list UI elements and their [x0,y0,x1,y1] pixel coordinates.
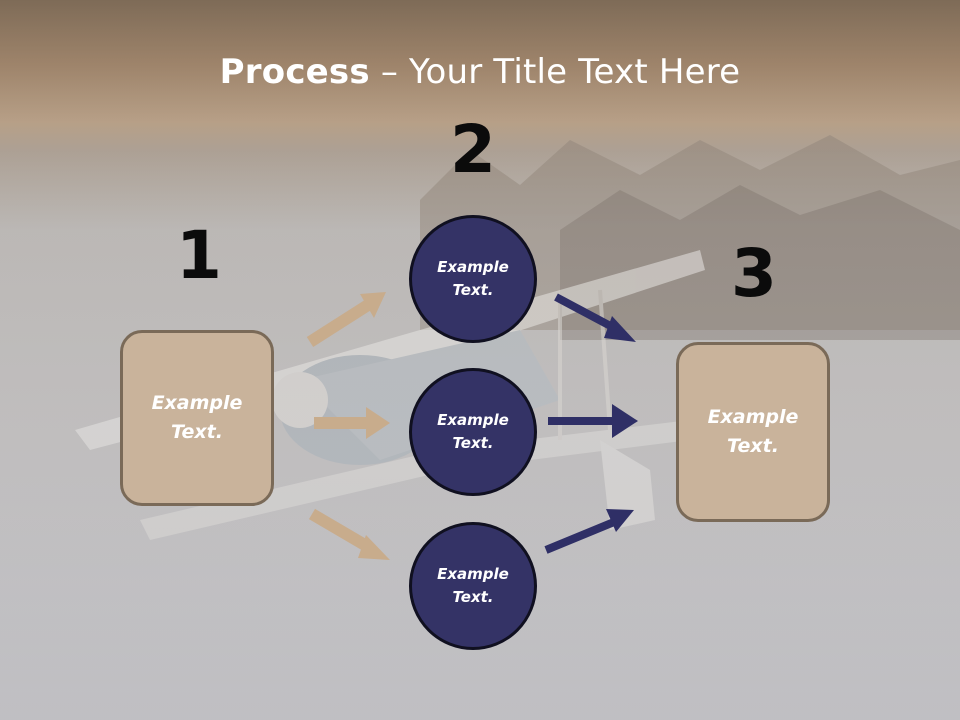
navy-arrow-up [544,509,634,554]
title-rest: Your Title Text Here [409,52,741,92]
step-number-1: 1 [176,217,222,294]
navy-arrow-right [548,404,638,438]
step-2-circle-middle: Example Text. [409,368,537,496]
step-number-2: 2 [450,111,496,188]
step-number-3: 3 [731,235,777,312]
step-2-circle-bottom-text: Example Text. [437,565,509,606]
step-2-circle-middle-text: Example Text. [437,411,509,452]
step-1-text: Example Text. [151,392,243,443]
step-3-text: Example Text. [707,406,799,457]
step-3-box: Example Text. [676,342,830,522]
tan-arrow-right [314,407,390,439]
step-2-circle-bottom: Example Text. [409,522,537,650]
tan-arrow-down [308,508,390,560]
step-2-circle-top-text: Example Text. [437,258,509,299]
title-bold-part: Process [219,52,370,92]
title-separator: – [369,52,410,92]
step-2-circle-top: Example Text. [409,215,537,343]
tan-arrow-up [306,292,386,348]
slide-title: Process – Your Title Text Here [0,52,960,92]
step-1-box: Example Text. [120,330,274,506]
navy-arrow-down [554,293,636,342]
